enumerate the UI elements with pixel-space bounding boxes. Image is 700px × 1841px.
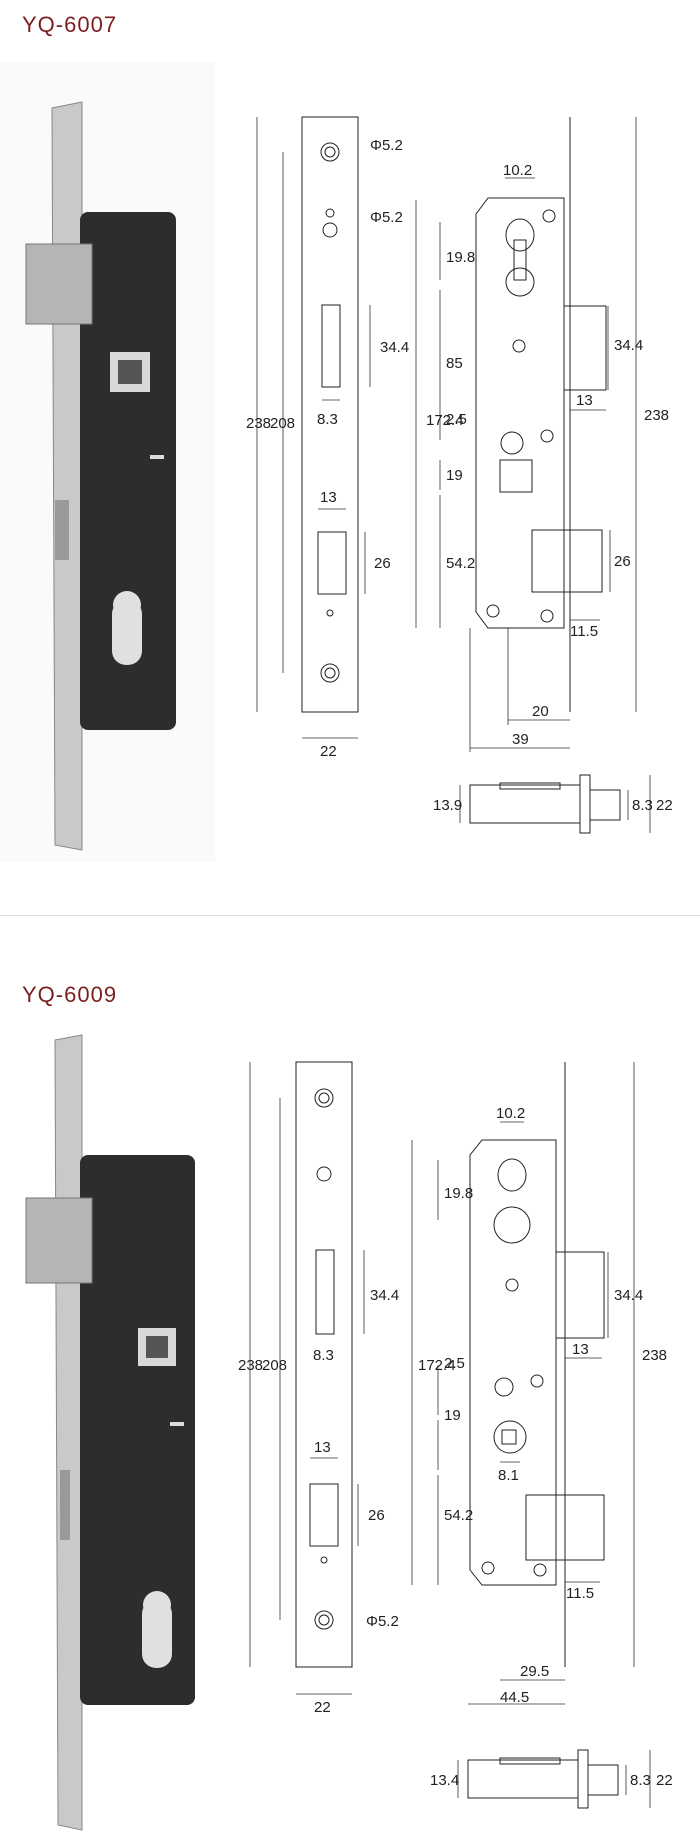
- dim-hole-dia-2: Φ5.2: [366, 1613, 399, 1630]
- dim-lower-2: 54.2: [444, 1507, 473, 1524]
- dim-cyl-w-2: 10.2: [496, 1105, 525, 1122]
- faceplate-drawing-2: [249, 1061, 365, 1695]
- dim-backset-1: 20: [532, 703, 549, 720]
- dim-cyl-h-1: 19.8: [446, 249, 475, 266]
- dim-width-1: 22: [320, 743, 337, 760]
- dim-body-bolt-h-1: 26: [614, 553, 631, 570]
- dim-height-2: 238: [238, 1357, 263, 1374]
- dim-latch-h-1: 34.4: [380, 339, 409, 356]
- dim-cyl-h-2: 19.8: [444, 1185, 473, 1202]
- dim-bolt-w-2: 13: [314, 1439, 331, 1456]
- dim-end-thick-1: 13.9: [433, 797, 462, 814]
- dim-cyl-w-1: 10.2: [503, 162, 532, 179]
- dim-latch-w-2: 8.3: [313, 1347, 334, 1364]
- dim-end-width-2: 22: [656, 1772, 673, 1789]
- dim-hole-dia2-1: Φ5.2: [370, 209, 403, 226]
- dim-body-latch-w-1: 13: [576, 392, 593, 409]
- dim-spacing-1: 2.5: [446, 411, 467, 428]
- section-divider: [0, 915, 700, 916]
- faceplate-drawing-1: [256, 116, 371, 739]
- dim-width-2: 22: [314, 1699, 331, 1716]
- product-title-yq6009: YQ-6009: [22, 982, 118, 1007]
- dim-body-latch-h-1: 34.4: [614, 337, 643, 354]
- dim-hole-dia-1: Φ5.2: [370, 137, 403, 154]
- dim-spindle-span-1: 85: [446, 355, 463, 372]
- dim-hole-span-1: 208: [270, 415, 295, 432]
- end-view-2: [457, 1749, 651, 1809]
- dim-latch-w-1: 8.3: [317, 411, 338, 428]
- dim-hole-span-2: 208: [262, 1357, 287, 1374]
- diagram-yq6009: 8.3 34.4 13 26 Φ5.2 238 208 22 10.2 19.8…: [25, 1034, 673, 1831]
- dim-lower-1: 54.2: [446, 555, 475, 572]
- dim-body-h-2: 172.4: [418, 1357, 456, 1374]
- product-title-yq6007: YQ-6007: [22, 12, 118, 37]
- dim-end-thick-2: 13.4: [430, 1772, 459, 1789]
- dim-spindle-2: 8.1: [498, 1467, 519, 1484]
- dim-bolt-off-1: 11.5: [570, 623, 598, 640]
- dim-latch-h-2: 34.4: [370, 1287, 399, 1304]
- dim-total-2: 238: [642, 1347, 667, 1364]
- dim-bolt-h-2: 26: [368, 1507, 385, 1524]
- dim-height-1: 238: [246, 415, 271, 432]
- lock-photo-2: [25, 1034, 195, 1831]
- dim-end-inner-2: 8.3: [630, 1772, 651, 1789]
- lock-photo-1: [0, 62, 215, 862]
- dim-bolt-h-1: 26: [374, 555, 391, 572]
- body-drawing-1: [415, 117, 637, 752]
- dim-end-inner-1: 8.3: [632, 797, 653, 814]
- dim-body-latch-w-2: 13: [572, 1341, 589, 1358]
- end-view-1: [459, 774, 651, 834]
- dim-backset-2: 29.5: [520, 1663, 549, 1680]
- dim-depth-2: 44.5: [500, 1689, 529, 1706]
- dim-gap-1: 19: [446, 467, 463, 484]
- dim-spacing-2: 2.5: [444, 1355, 465, 1372]
- dim-end-width-1: 22: [656, 797, 673, 814]
- dim-body-h-1: 172.4: [426, 412, 464, 429]
- dim-depth-1: 39: [512, 731, 529, 748]
- dim-body-latch-h-2: 34.4: [614, 1287, 643, 1304]
- dim-gap-2: 19: [444, 1407, 461, 1424]
- dim-bolt-off-2: 11.5: [566, 1585, 594, 1602]
- diagram-yq6007: Φ5.2 Φ5.2 34.4 8.3 13 26 238 208 22 10.2…: [0, 62, 673, 862]
- dim-bolt-w-1: 13: [320, 489, 337, 506]
- body-drawing-2: [411, 1062, 635, 1705]
- dim-total-1: 238: [644, 407, 669, 424]
